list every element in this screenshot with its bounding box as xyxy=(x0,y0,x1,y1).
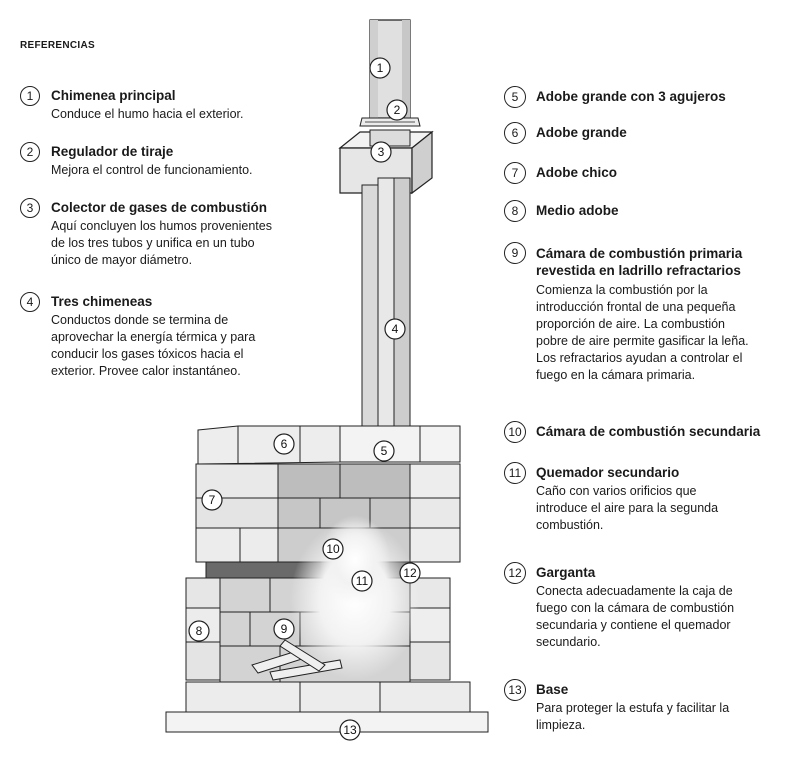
reference-description: Para proteger la estufa y facilitar la l… xyxy=(536,701,730,732)
reference-title: Tres chimeneas xyxy=(51,294,153,309)
diagram-callout-13: 13 xyxy=(339,719,361,741)
reference-description: Mejora el control de funcionamiento. xyxy=(51,163,253,177)
diagram-callout-8: 8 xyxy=(188,620,210,642)
reference-title: Regulador de tiraje xyxy=(51,144,174,159)
svg-text:2: 2 xyxy=(394,103,401,117)
draft-regulator xyxy=(359,117,421,127)
diagram-callout-2: 2 xyxy=(386,99,408,121)
reference-item-11: 11 Quemador secundario Caño con varios o… xyxy=(504,462,794,542)
svg-text:13: 13 xyxy=(343,723,357,737)
reference-number: 9 xyxy=(504,242,526,264)
reference-title: Cámara de combustión secundaria xyxy=(536,424,761,439)
reference-title: Chimenea principal xyxy=(51,88,176,103)
gas-collector xyxy=(338,129,434,195)
reference-title: Medio adobe xyxy=(536,203,619,218)
svg-text:11: 11 xyxy=(356,574,369,588)
reference-number: 6 xyxy=(504,122,526,144)
reference-description: Conductos donde se termina de aprovechar… xyxy=(51,313,256,378)
reference-item-8: 8 Medio adobe xyxy=(504,200,794,224)
svg-text:8: 8 xyxy=(196,624,203,638)
reference-title: Colector de gases de combustión xyxy=(51,200,268,215)
svg-text:10: 10 xyxy=(326,542,340,556)
diagram-callout-10: 10 xyxy=(322,538,344,560)
reference-item-7: 7 Adobe chico xyxy=(504,162,794,186)
svg-text:7: 7 xyxy=(209,493,216,507)
reference-number: 3 xyxy=(20,198,40,218)
diagram-callout-1: 1 xyxy=(369,57,391,79)
reference-item-12: 12 Garganta Conecta adecuadamente la caj… xyxy=(504,562,794,662)
reference-item-5: 5 Adobe grande con 3 agujeros xyxy=(504,86,794,110)
fire-and-logs xyxy=(251,515,420,681)
diagram-callout-7: 7 xyxy=(201,489,223,511)
reference-item-6: 6 Adobe grande xyxy=(504,122,794,146)
reference-number: 12 xyxy=(504,562,526,584)
reference-number: 1 xyxy=(20,86,40,106)
reference-description: Conecta adecuadamente la caja de fuego c… xyxy=(536,584,735,649)
diagram-callout-12: 12 xyxy=(399,562,421,584)
reference-number: 4 xyxy=(20,292,40,312)
reference-item-10: 10 Cámara de combustión secundaria xyxy=(504,421,794,445)
reference-number: 11 xyxy=(504,462,526,484)
reference-number: 5 xyxy=(504,86,526,108)
reference-item-9: 9 Cámara de combustión primaria revestid… xyxy=(504,242,794,402)
reference-title: Adobe grande con 3 agujeros xyxy=(536,89,726,104)
reference-number: 13 xyxy=(504,679,526,701)
svg-text:12: 12 xyxy=(403,566,417,580)
svg-text:5: 5 xyxy=(381,444,388,458)
svg-text:6: 6 xyxy=(281,437,288,451)
reference-item-1: 1 Chimenea principal Conduce el humo hac… xyxy=(20,86,320,126)
base xyxy=(165,681,489,733)
reference-description: Aquí concluyen los humos provenientes de… xyxy=(51,219,272,267)
reference-number: 2 xyxy=(20,142,40,162)
reference-description: Comienza la combustión por la introducci… xyxy=(536,283,749,382)
reference-title: Quemador secundario xyxy=(536,465,680,480)
reference-number: 7 xyxy=(504,162,526,184)
reference-number: 10 xyxy=(504,421,526,443)
diagram-callout-9: 9 xyxy=(273,618,295,640)
reference-title: Adobe grande xyxy=(536,125,627,140)
reference-title: Garganta xyxy=(536,565,596,580)
diagram-callout-4: 4 xyxy=(384,318,406,340)
reference-item-2: 2 Regulador de tiraje Mejora el control … xyxy=(20,142,320,182)
reference-title: Cámara de combustión primaria revestida … xyxy=(536,246,743,278)
three-chimneys xyxy=(361,177,411,461)
diagram-callout-6: 6 xyxy=(273,433,295,455)
reference-description: Conduce el humo hacia el exterior. xyxy=(51,107,244,121)
reference-item-13: 13 Base Para proteger la estufa y facili… xyxy=(504,679,794,739)
diagram-callout-3: 3 xyxy=(370,141,392,163)
reference-item-4: 4 Tres chimeneas Conductos donde se term… xyxy=(20,292,320,392)
reference-description: Caño con varios orificios que introduce … xyxy=(536,484,719,532)
reference-title: Adobe chico xyxy=(536,165,618,180)
svg-text:3: 3 xyxy=(378,145,385,159)
diagram-callout-11: 11 xyxy=(351,570,373,592)
svg-text:9: 9 xyxy=(281,622,288,636)
references-header: REFERENCIAS xyxy=(20,40,95,51)
reference-item-3: 3 Colector de gases de combustión Aquí c… xyxy=(20,198,320,278)
diagram-callout-5: 5 xyxy=(373,440,395,462)
svg-text:1: 1 xyxy=(377,61,384,75)
reference-title: Base xyxy=(536,682,569,697)
svg-text:4: 4 xyxy=(392,322,399,336)
reference-number: 8 xyxy=(504,200,526,222)
